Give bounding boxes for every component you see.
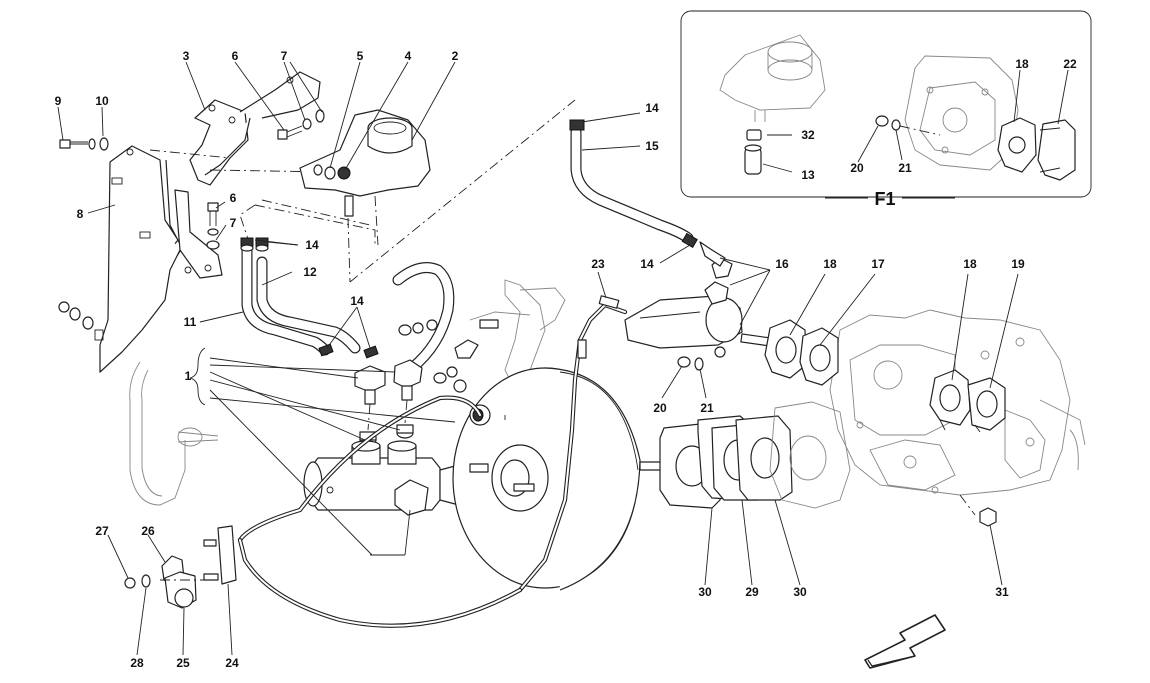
callout-25: 25: [176, 656, 190, 670]
callout-18-mid: 18: [823, 257, 837, 271]
callout-21-inset: 21: [898, 161, 912, 175]
callout-14-left: 14: [305, 238, 319, 252]
clamps-14-bottom: [318, 343, 379, 359]
callout-18-inset: 18: [1015, 57, 1029, 71]
inset-gasket-18: [997, 117, 1037, 173]
callout-29: 29: [745, 585, 759, 599]
inset-plate-22: [1037, 119, 1076, 181]
callout-23: 23: [591, 257, 605, 271]
callout-28: 28: [130, 656, 144, 670]
callout-32: 32: [801, 128, 815, 142]
inset-nut-20-21: [875, 115, 941, 136]
callout-11: 11: [184, 315, 197, 329]
callout-24: 24: [225, 656, 239, 670]
callout-10: 10: [95, 94, 109, 108]
front-direction-arrow: [864, 614, 946, 669]
callout-3: 3: [183, 49, 190, 63]
bracket-8: [94, 145, 183, 373]
callout-labels: 3 6 7 5 4 2 9 10 8 6 7 14 12 11 14 1 14 …: [55, 49, 1077, 670]
nut-31: [979, 507, 997, 527]
leader-lines: [57, 61, 1019, 656]
clips-25-26: [124, 555, 205, 609]
callout-1: 1: [185, 369, 192, 383]
mount-plate-lines: [398, 319, 499, 393]
upper-loop-hose: [392, 262, 455, 374]
callout-30-right: 30: [793, 585, 807, 599]
ghost-hose-left: [129, 361, 219, 506]
gasket-18-19: [929, 369, 1006, 433]
callout-14-top: 14: [645, 101, 659, 115]
hose-15: [569, 119, 698, 249]
callout-31: 31: [995, 585, 1009, 599]
callout-6-lower: 6: [230, 191, 237, 205]
callout-4: 4: [405, 49, 412, 63]
callout-22: 22: [1063, 57, 1077, 71]
callout-19: 19: [1011, 257, 1025, 271]
callout-13: 13: [801, 168, 815, 182]
callout-5: 5: [357, 49, 364, 63]
screw-9-washer-10: [59, 137, 109, 151]
clamps-14-top: [240, 237, 269, 252]
callout-21-main: 21: [700, 401, 714, 415]
bracket-3: [149, 71, 331, 279]
inset-title: F1: [874, 189, 895, 209]
callout-16: 16: [775, 257, 789, 271]
inset-f1: [680, 10, 1092, 199]
callout-14-right: 14: [640, 257, 654, 271]
callout-7: 7: [281, 49, 288, 63]
gasket-18-17: [764, 319, 839, 386]
clutch-pipe-23: [517, 295, 628, 593]
left-nuts: [58, 301, 94, 330]
nuts-20-21: [677, 356, 704, 371]
reservoir-2: [299, 109, 431, 283]
fittings-1: [354, 359, 423, 446]
callout-26: 26: [141, 524, 155, 538]
callout-20-inset: 20: [850, 161, 864, 175]
callout-18-right: 18: [963, 257, 977, 271]
callout-17: 17: [871, 257, 885, 271]
callout-7-lower: 7: [230, 216, 237, 230]
brake-pipe-24: [203, 395, 523, 628]
callout-12: 12: [303, 265, 317, 279]
callout-20-main: 20: [653, 401, 667, 415]
callout-27: 27: [95, 524, 109, 538]
bolt-6-washer-7-lower: [206, 202, 220, 250]
callout-6: 6: [232, 49, 239, 63]
bolt-6-washer-7-upper: [277, 109, 325, 140]
clutch-master-cylinder: [624, 241, 771, 358]
brake-booster: [452, 367, 665, 591]
inset-frame: [680, 10, 1092, 198]
inset-hose-13: [744, 129, 793, 175]
housing-gasket-ghost: [769, 401, 851, 509]
callout-8: 8: [77, 207, 84, 221]
adapter-plates-29-30: [659, 415, 793, 509]
callout-9: 9: [55, 94, 62, 108]
callout-15: 15: [645, 139, 659, 153]
hose-12: [256, 256, 361, 354]
callout-30-left: 30: [698, 585, 712, 599]
callout-14-mid: 14: [350, 294, 364, 308]
callout-2: 2: [452, 49, 459, 63]
inset-reservoir: [719, 34, 826, 122]
